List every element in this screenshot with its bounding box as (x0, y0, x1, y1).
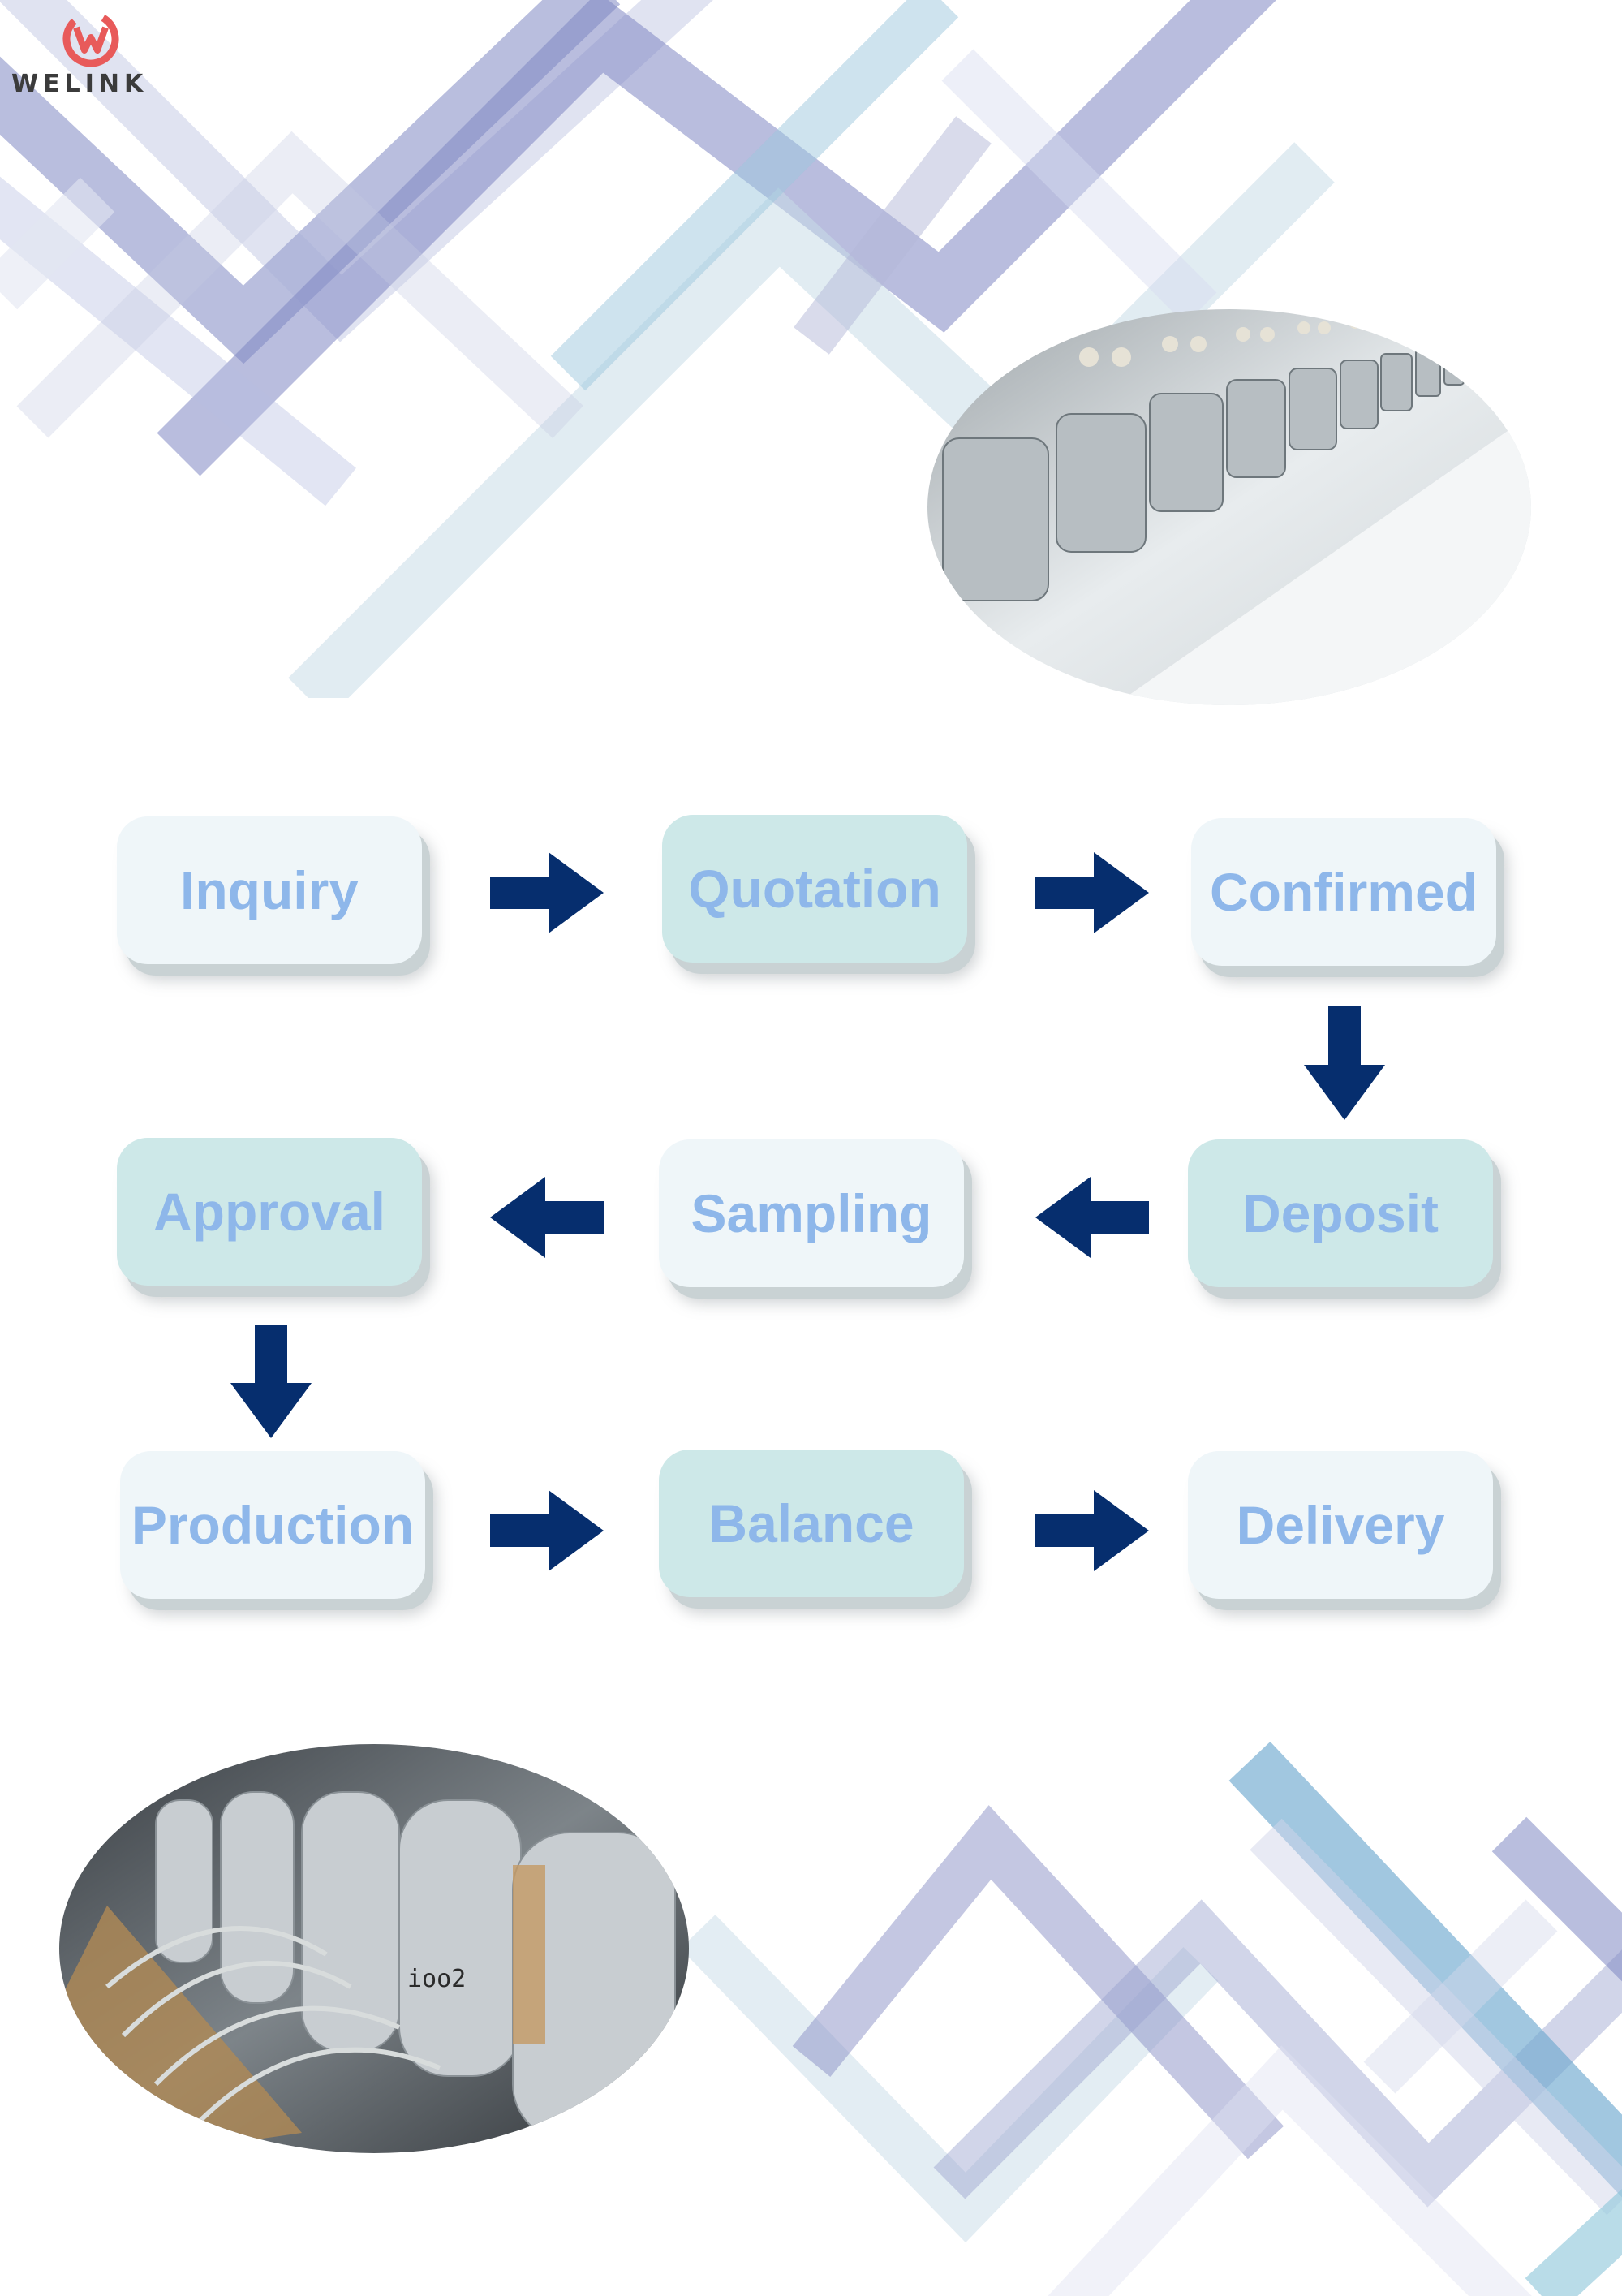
arrow-right-icon (490, 852, 604, 933)
step-quotation: Quotation (662, 815, 967, 963)
arrow-down-icon (230, 1325, 312, 1438)
logo-text: WELINK (11, 70, 148, 98)
step-sampling: Sampling (659, 1139, 964, 1287)
arrow-right-icon (1035, 1490, 1149, 1571)
arrow-left-icon (1035, 1177, 1149, 1258)
welink-logo: WELINK (11, 11, 174, 101)
step-confirmed: Confirmed (1191, 818, 1496, 966)
step-delivery: Delivery (1188, 1451, 1493, 1599)
step-balance: Balance (659, 1450, 964, 1597)
svg-text:ioo2: ioo2 (407, 1965, 466, 1993)
arrow-down-icon (1304, 1006, 1385, 1120)
arrow-left-icon (490, 1177, 604, 1258)
arrow-right-icon (490, 1490, 604, 1571)
arrow-right-icon (1035, 852, 1149, 933)
welink-w-logo-icon (62, 11, 119, 67)
step-inquiry: Inquiry (117, 816, 422, 964)
step-deposit: Deposit (1188, 1139, 1493, 1287)
top-ribbon-decoration (0, 0, 1335, 698)
step-production: Production (120, 1451, 425, 1599)
embroidery-machine-heads-photo (927, 309, 1531, 705)
aluminum-machine-parts-photo: ioo2 (59, 1744, 689, 2153)
step-approval: Approval (117, 1138, 422, 1286)
